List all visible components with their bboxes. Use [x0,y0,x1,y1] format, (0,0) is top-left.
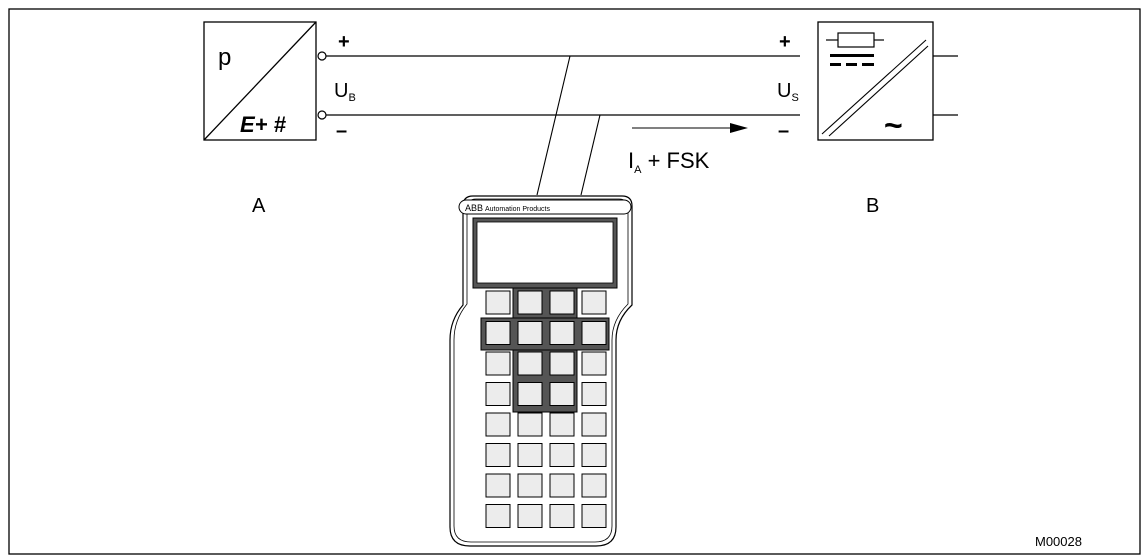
output-symbol: E+ # [240,112,287,137]
keypad-key [485,382,511,406]
label-a: A [252,195,266,217]
keypad-key [581,504,607,528]
keypad-key [581,290,607,315]
keypad-key [517,321,543,345]
keypad-key [517,504,543,528]
supply-diagonal-2 [828,45,929,137]
keypad-key [549,473,575,498]
transmitter-a: p E+ # + – UB A [203,21,356,217]
plus-label-a: + [338,31,350,53]
handheld-cable-2 [580,114,601,196]
keypad-key [581,321,607,345]
keypad-key [485,473,511,498]
resistor-icon [826,32,884,48]
handheld-terminal: ABB Automation Products [449,195,633,547]
plus-label-b: + [779,31,791,53]
keypad-key [485,351,511,376]
keypad-key [549,412,575,437]
keypad-key [549,351,575,376]
figure-frame [8,8,1141,555]
transmitter-box [203,21,317,141]
terminal-minus-a [317,110,327,120]
keypad-key [485,412,511,437]
keypad-key [581,443,607,467]
brand-text: Automation Products [485,206,550,213]
transmitter-diagonal [203,21,317,141]
dc-symbol-icon [830,54,874,66]
keypad-key [517,473,543,498]
keypad-key [581,351,607,376]
keypad-key [581,412,607,437]
supply-box [817,21,934,141]
ac-symbol-icon: ~ [884,107,903,143]
pressure-symbol: p [218,44,231,71]
keypad-key [517,290,543,315]
keypad-key [549,290,575,315]
keypad-key [549,382,575,406]
minus-label-b: – [778,120,789,142]
keypad-key [485,290,511,315]
terminal-plus-a [317,51,327,61]
keypad-key [581,473,607,498]
voltage-label-b: US [777,80,799,104]
display-screen [476,221,614,284]
brand-bar [458,199,632,215]
brand-logo: ABB [465,203,483,213]
keypad-key [485,504,511,528]
current-arrow [632,123,748,133]
keypad-key [517,443,543,467]
minus-label-a: – [336,120,347,142]
label-b: B [866,195,879,217]
figure-id: M00028 [1035,534,1082,549]
keypad-key [485,321,511,345]
keypad [480,287,610,528]
keypad-key [581,382,607,406]
keypad-key [517,351,543,376]
keypad-key [485,443,511,467]
current-fsk-label: IA + FSK [628,148,710,176]
handheld-cable-1 [536,55,571,196]
keypad-key [517,412,543,437]
keypad-key [549,443,575,467]
supply-diagonal-1 [821,39,927,135]
keypad-key [549,504,575,528]
supply-b: ~ + – US B [777,21,958,217]
keypad-key [517,382,543,406]
voltage-label-a: UB [334,80,356,104]
keypad-key [549,321,575,345]
